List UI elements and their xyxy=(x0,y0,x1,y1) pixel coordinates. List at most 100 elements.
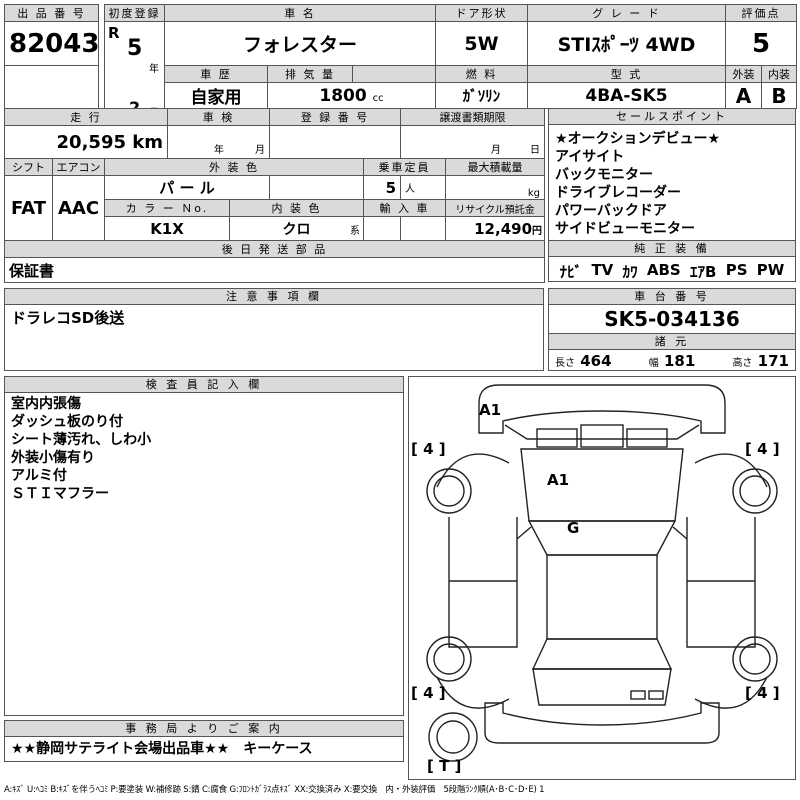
grille-left xyxy=(536,428,578,448)
equipment-item: ABS xyxy=(646,261,681,279)
later-parts: 保証書 xyxy=(3,257,546,283)
inspection-year-unit: 年 xyxy=(213,145,224,156)
notes-text: ドラレコSD後送 xyxy=(11,309,125,327)
inspector-box: 検 査 員 記 入 欄 室内内張傷 ダッシュ板のり付 シート薄汚れ、しわ小 外装… xyxy=(4,376,404,716)
displacement-unit: cc xyxy=(372,92,384,104)
capacity-unit: 人 xyxy=(400,175,447,200)
sales-point-item: ドライブレコーダー xyxy=(555,185,681,201)
marker-spare: [ T ] xyxy=(427,757,462,775)
inspection-label: 車 検 xyxy=(167,108,271,126)
header-table: 出 品 番 号 初度登録 車 名 ドア形状 グ レ ー ド 評価点 82043 … xyxy=(4,4,798,109)
sales-point-item: ★オークションデビュー★ xyxy=(555,131,721,147)
mileage: 20,595 xyxy=(56,131,126,153)
capacity-label: 乗車定員 xyxy=(363,158,447,176)
grille-right xyxy=(626,428,668,448)
right-body xyxy=(686,517,756,648)
rear-bumper xyxy=(484,702,720,744)
marker-windshield: G xyxy=(567,519,580,537)
first-reg-label: 初度登録 xyxy=(104,4,165,22)
sales-point-item: バックモニター xyxy=(555,167,653,183)
interior-grade: B xyxy=(761,82,798,109)
interior-color-label: 内 装 色 xyxy=(229,199,365,217)
notes-box: 注 意 事 項 欄 ドラレコSD後送 xyxy=(4,288,544,371)
width-label: 幅 xyxy=(648,358,659,369)
marker-tire-rr: [ 4 ] xyxy=(745,684,780,702)
color-label: 外 装 色 xyxy=(103,158,365,176)
equipment-item: ｶﾜ xyxy=(622,263,638,281)
front-right-arch xyxy=(694,453,768,488)
body-color: パ ー ル xyxy=(103,175,271,200)
first-reg-cell: R 5 年 2 月 xyxy=(104,21,165,109)
car-diagram xyxy=(426,384,778,762)
office-label: 事 務 局 よ り ご 案 内 xyxy=(5,721,403,737)
sales-points-list: ★オークションデビュー★ アイサイト バックモニター ドライブレコーダー パワー… xyxy=(549,125,795,240)
deadline-label: 譲渡書類期限 xyxy=(400,108,546,126)
inspector-line: アルミ付 xyxy=(11,468,67,484)
deadline-month-unit: 月 xyxy=(490,145,501,156)
inspector-label: 検 査 員 記 入 欄 xyxy=(5,377,403,393)
interior-label: 内装 xyxy=(761,65,798,83)
roof xyxy=(546,554,658,640)
displacement: 1800 xyxy=(319,85,367,106)
marker-tire-fl: [ 4 ] xyxy=(411,440,446,458)
reg-no-label: 登 録 番 号 xyxy=(269,108,402,126)
car-name-label: 車 名 xyxy=(163,4,437,22)
tire-rear-left xyxy=(426,636,472,682)
length: 464 xyxy=(580,352,612,370)
marker-tire-rl: [ 4 ] xyxy=(411,684,446,702)
sales-point-item: パワーバックドア xyxy=(555,203,667,219)
reg-month: 2 xyxy=(129,98,141,109)
ac-label: エアコン xyxy=(52,158,105,176)
car-name: フォレスター xyxy=(163,21,437,66)
model-label: 型 式 xyxy=(527,65,727,83)
shift: FAT xyxy=(4,175,53,241)
inspector-line: ＳＴＩマフラー xyxy=(11,486,109,502)
door-label: ドア形状 xyxy=(435,4,529,22)
muffler-left xyxy=(630,690,646,700)
legend: A:ｷｽﾞ U:ﾍｺﾐ B:ｷｽﾞを伴うﾍｺﾐ P:要塗装 W:補修跡 S:錆 … xyxy=(4,785,545,795)
equipment-item: ｴｱB xyxy=(690,263,717,281)
tailgate xyxy=(532,668,672,706)
chassis-number: SK5-034136 xyxy=(549,305,795,334)
front-bumper xyxy=(478,384,726,434)
marker-tire-fr: [ 4 ] xyxy=(745,440,780,458)
left-body xyxy=(448,517,518,648)
equipment-box: 純 正 装 備 ﾅﾋﾞ TV ｶﾜ ABS ｴｱB PS PW xyxy=(548,240,796,282)
chassis-label: 車 台 番 号 xyxy=(549,289,795,305)
history: 自家用 xyxy=(164,82,268,109)
equipment-item: PS xyxy=(725,261,748,279)
score-label: 評価点 xyxy=(725,4,798,22)
inspection-month-unit: 月 xyxy=(255,145,266,156)
notes-label: 注 意 事 項 欄 xyxy=(5,289,543,305)
equipment-item: PW xyxy=(756,261,785,279)
spare-tire xyxy=(428,712,478,762)
office-text: ★★静岡サテライト会場出品車★★ キーケース xyxy=(11,741,313,757)
score: 5 xyxy=(725,21,798,66)
sales-point-item: アイサイト xyxy=(555,149,625,165)
left-mirror xyxy=(516,526,532,540)
width: 181 xyxy=(663,352,696,370)
reg-year: 5 xyxy=(127,36,143,61)
load-unit: kg xyxy=(445,175,546,200)
inspector-line: 外装小傷有り xyxy=(11,450,95,466)
year-unit: 年 xyxy=(149,64,159,75)
grade: STIｽﾎﾟｰﾂ 4WD xyxy=(527,21,727,66)
lot-label: 出 品 番 号 xyxy=(4,4,99,22)
marker-front: A1 xyxy=(479,401,502,419)
equipment-item: ﾅﾋﾞ xyxy=(559,263,583,281)
equipment-item: TV xyxy=(591,261,614,279)
details-table: 走 行 車 検 登 録 番 号 譲渡書類期限 20,595 km 年 月 月 日… xyxy=(3,108,546,283)
fuel: ｶﾞｿﾘﾝ xyxy=(435,82,529,109)
era: R xyxy=(108,24,120,42)
fuel-label: 燃 料 xyxy=(435,65,529,83)
ac: AAC xyxy=(52,175,105,241)
import-label: 輸 入 車 xyxy=(363,199,447,217)
history-label: 車 歴 xyxy=(164,65,268,83)
door-type: 5W xyxy=(435,21,529,66)
grade-label: グ レ ー ド xyxy=(527,4,727,22)
color-no: K1X xyxy=(103,216,231,241)
front-left-arch xyxy=(436,453,510,488)
marker-hood: A1 xyxy=(547,471,570,489)
shift-label: シフト xyxy=(4,158,53,176)
